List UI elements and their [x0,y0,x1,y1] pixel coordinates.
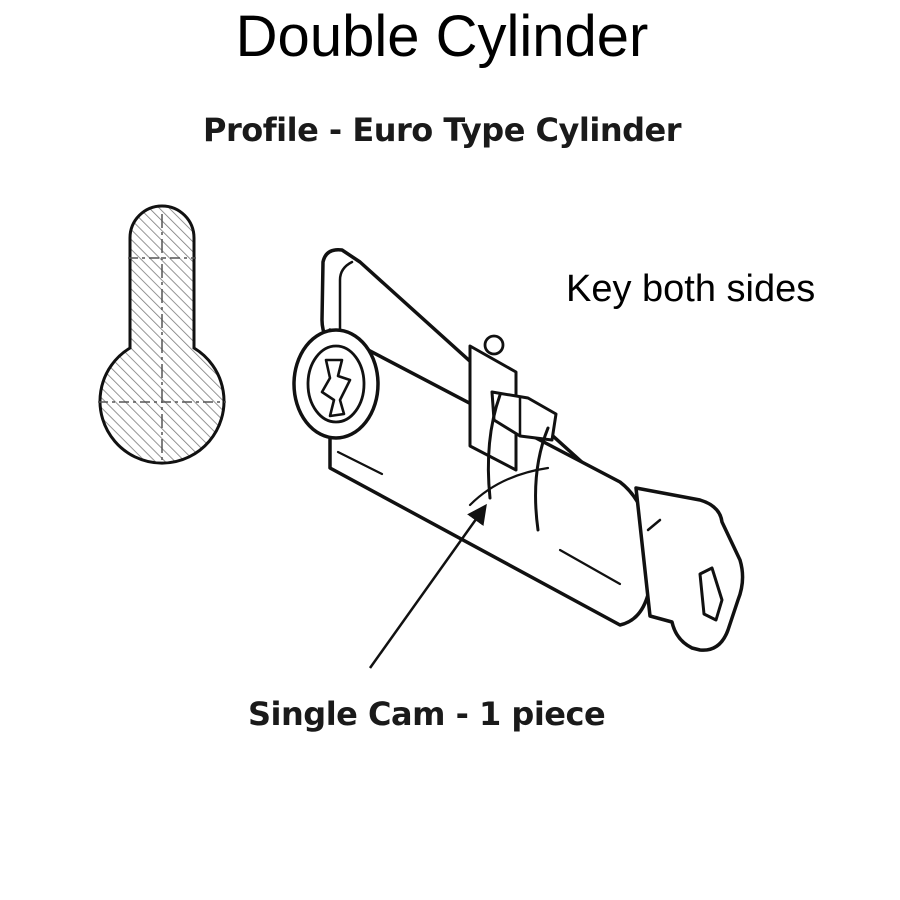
keyway-slot [320,358,352,418]
cam-pointer-arrow [368,503,487,669]
cylinder-body [292,248,745,652]
key-hole [698,566,724,622]
page-subtitle: Profile - Euro Type Cylinder [203,111,681,149]
euro-profile-section [98,204,226,465]
plate-hole [483,334,505,356]
key-both-sides-label: Key both sides [566,268,816,310]
key-bow [634,486,745,652]
page-title: Double Cylinder [235,4,649,69]
single-cam-label: Single Cam - 1 piece [248,695,606,733]
